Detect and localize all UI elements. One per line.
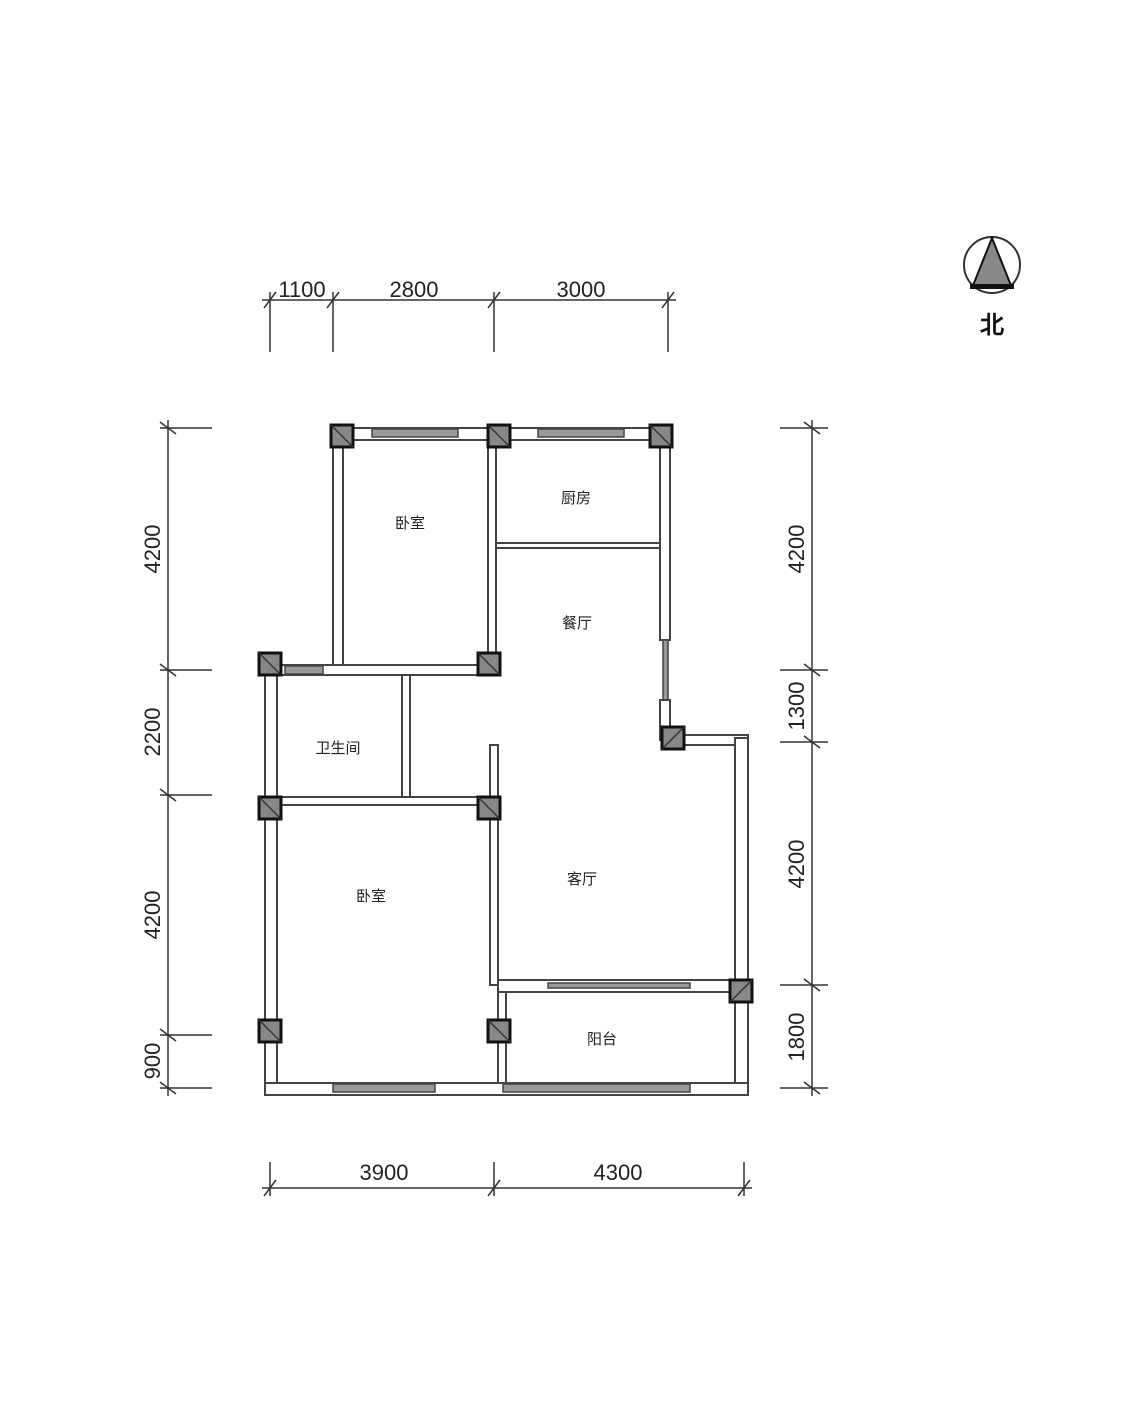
walls: [264, 427, 749, 1096]
column: [257, 795, 283, 821]
column: [257, 1018, 283, 1044]
dimension-left: 4200 2200 4200 900: [140, 420, 212, 1096]
dim-left-1: 4200: [140, 525, 165, 574]
room-label-bathroom: 卫生间: [315, 739, 360, 757]
room-label-bedroom-south: 卧室: [356, 887, 386, 905]
room-label-balcony: 阳台: [587, 1030, 617, 1048]
room-label-bedroom-north: 卧室: [395, 514, 425, 532]
dim-bottom-2: 4300: [594, 1160, 643, 1185]
north-label: 北: [980, 311, 1004, 339]
dim-left-3: 4200: [140, 891, 165, 940]
column: [476, 795, 502, 821]
dim-top-1: 1100: [278, 277, 325, 302]
dim-right-3: 4200: [784, 840, 809, 889]
north-arrow: 北: [963, 235, 1021, 339]
column: [257, 651, 283, 677]
column: [660, 725, 686, 751]
column: [648, 423, 674, 449]
room-label-living: 客厅: [567, 870, 597, 888]
column: [728, 978, 754, 1004]
dim-right-4: 1800: [784, 1013, 809, 1062]
dim-top-2: 2800: [390, 277, 439, 302]
dim-top-3: 3000: [557, 277, 606, 302]
column: [476, 651, 502, 677]
dimension-bottom: 3900 4300: [262, 1160, 752, 1197]
dimension-right: 4200 1300 4200 1800: [780, 420, 828, 1096]
dim-left-4: 900: [140, 1043, 165, 1080]
room-label-kitchen: 厨房: [561, 489, 591, 507]
column: [486, 423, 512, 449]
dim-left-2: 2200: [140, 708, 165, 757]
dim-right-2: 1300: [784, 682, 809, 731]
column: [329, 423, 355, 449]
column: [486, 1018, 512, 1044]
dim-bottom-1: 3900: [360, 1160, 409, 1185]
dimension-top: 1100 2800 3000: [262, 277, 676, 352]
structural-columns: [257, 423, 754, 1044]
dim-right-1: 4200: [784, 525, 809, 574]
room-label-dining: 餐厅: [562, 614, 592, 632]
